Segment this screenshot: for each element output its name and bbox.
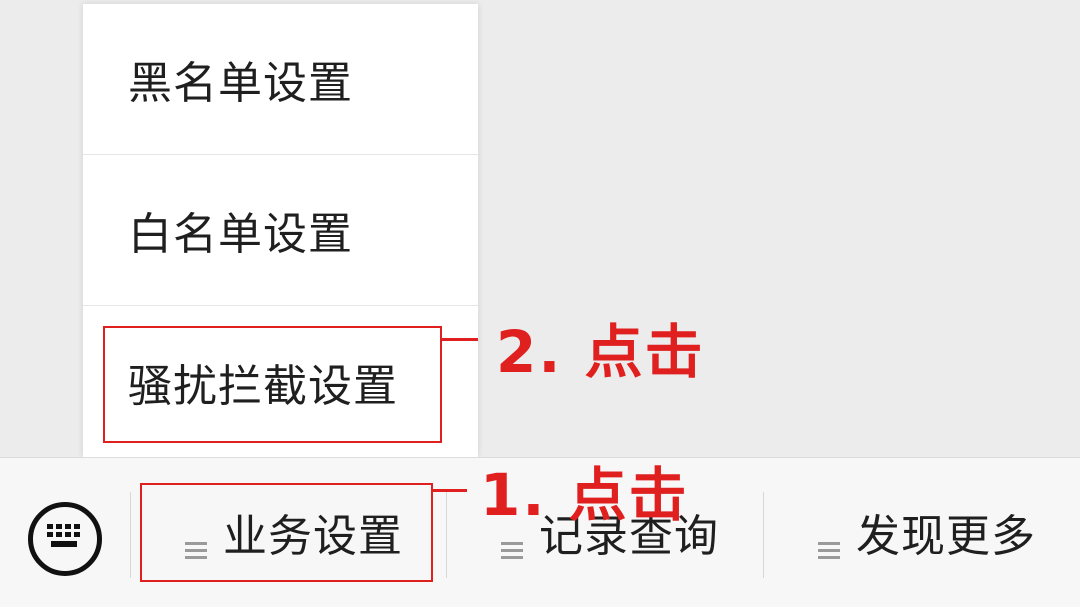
harassment-block-settings-label: 骚扰拦截设置 xyxy=(128,360,398,412)
step2-connector-line xyxy=(442,338,478,341)
business-settings-label: 业务设置 xyxy=(223,511,403,562)
blacklist-settings-item[interactable]: 黑名单设置 xyxy=(83,4,478,155)
bottom-menu-bar: 业务设置 记录查询 发现更多 xyxy=(0,457,1080,607)
menu-lines-icon xyxy=(818,521,842,559)
discover-more-button[interactable]: 发现更多 xyxy=(818,482,1036,582)
whitelist-settings-item[interactable]: 白名单设置 xyxy=(83,155,478,306)
menu-divider xyxy=(446,492,447,578)
menu-lines-icon xyxy=(501,521,525,559)
keyboard-icon[interactable] xyxy=(28,502,102,576)
step1-highlight-box xyxy=(140,483,433,582)
step1-connector-line xyxy=(433,489,467,492)
step1-annotation: 1. 点击 xyxy=(480,461,689,529)
whitelist-settings-label: 白名单设置 xyxy=(128,209,353,260)
record-query-label: 记录查询 xyxy=(539,511,719,562)
harassment-block-settings-item[interactable]: 骚扰拦截设置 xyxy=(83,306,478,457)
step2-annotation: 2. 点击 xyxy=(496,318,705,386)
menu-divider xyxy=(763,492,764,578)
discover-more-label: 发现更多 xyxy=(856,511,1036,562)
business-settings-submenu: 黑名单设置 白名单设置 骚扰拦截设置 xyxy=(83,4,478,457)
step2-highlight-box xyxy=(103,326,442,443)
menu-lines-icon xyxy=(185,521,209,559)
blacklist-settings-label: 黑名单设置 xyxy=(128,58,353,109)
business-settings-button[interactable]: 业务设置 xyxy=(185,482,403,582)
record-query-button[interactable]: 记录查询 xyxy=(501,482,719,582)
menu-divider xyxy=(130,492,131,578)
